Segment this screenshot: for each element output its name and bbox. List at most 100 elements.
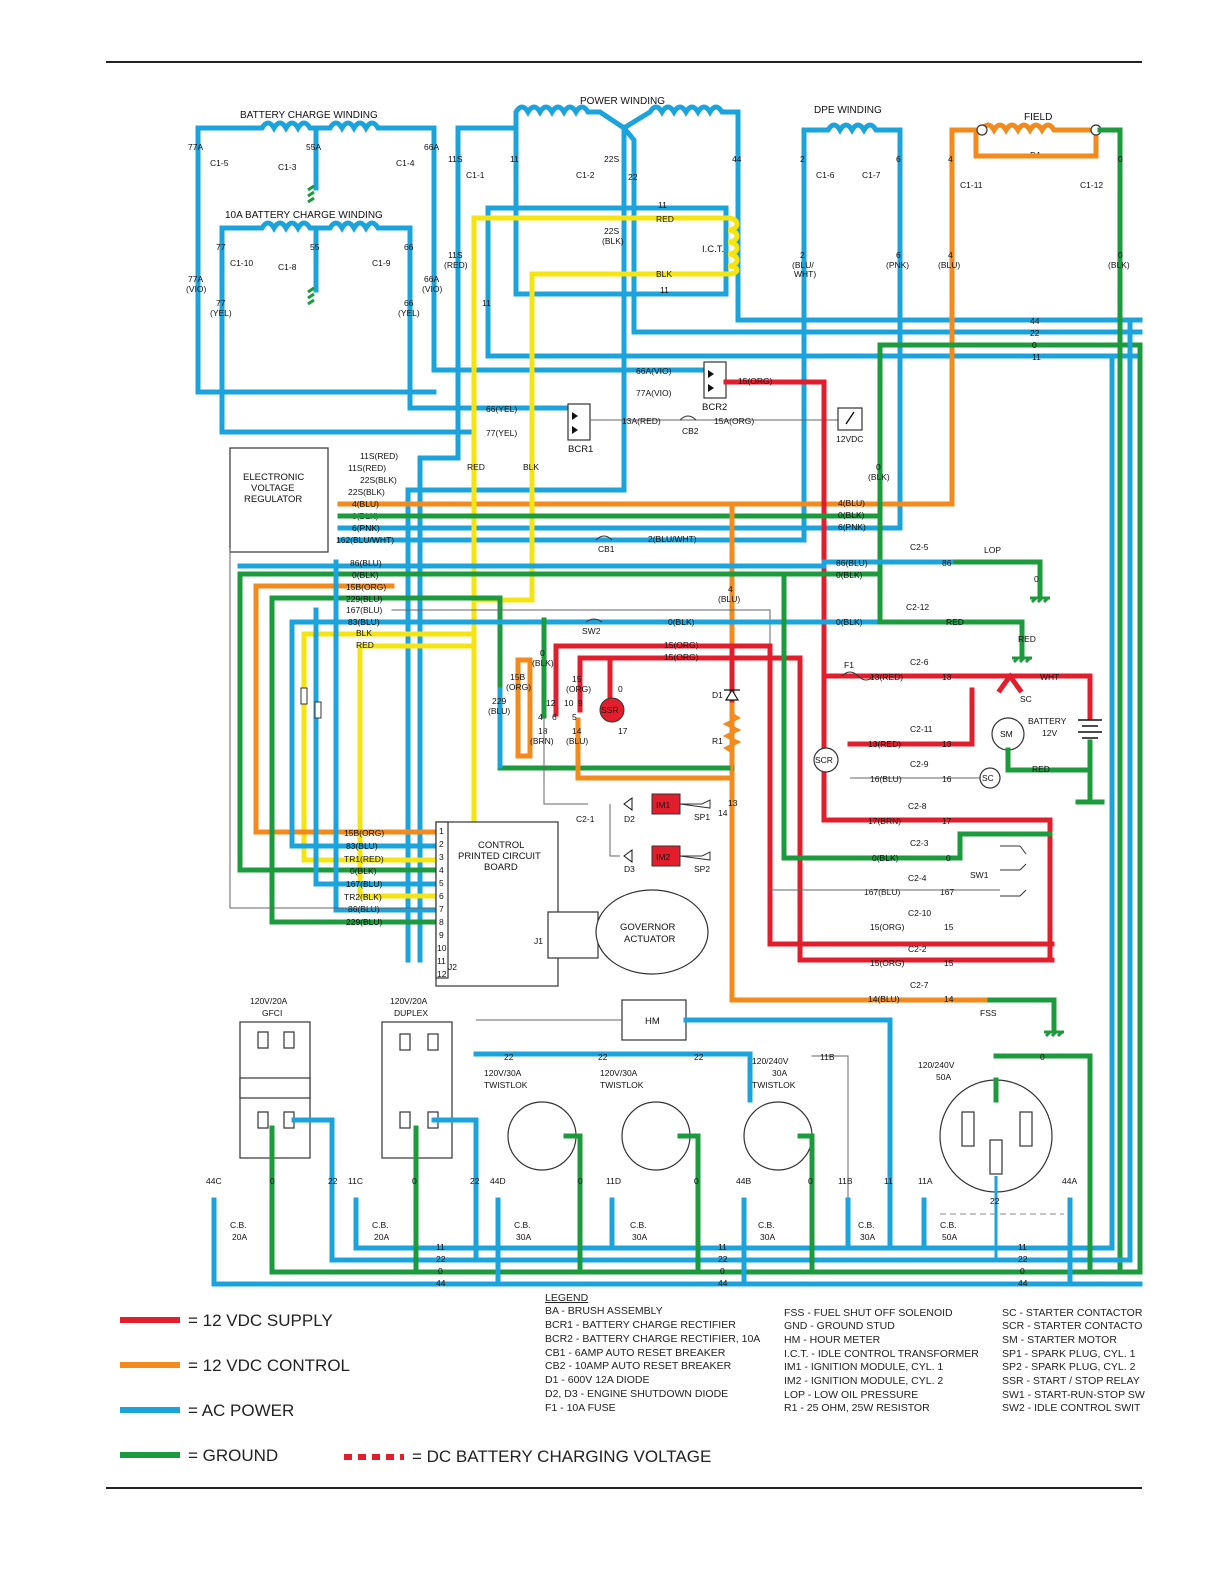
svg-text:C.B.: C.B.	[630, 1220, 647, 1230]
bcr2: BCR2 66A(VIO) 77A(VIO)	[636, 361, 727, 413]
svg-text:120V/30A: 120V/30A	[484, 1068, 522, 1078]
svg-text:17: 17	[942, 816, 952, 826]
svg-text:D3: D3	[624, 864, 635, 874]
twistlok-1: 120V/30A TWISTLOK	[484, 1068, 577, 1171]
svg-text:55: 55	[310, 242, 320, 252]
cb2-circuit: 13A(RED) CB2 15A(ORG) 12VDC	[590, 407, 863, 444]
svg-text:11A: 11A	[918, 1176, 933, 1186]
svg-text:120V/30A: 120V/30A	[600, 1068, 638, 1078]
svg-text:44A: 44A	[1062, 1176, 1077, 1186]
svg-text:14: 14	[944, 994, 954, 1004]
svg-text:SSR - START / STOP RELAY: SSR - START / STOP RELAY	[1002, 1375, 1140, 1387]
svg-text:GND - GROUND STUD: GND - GROUND STUD	[784, 1320, 895, 1332]
svg-text:C2-5: C2-5	[910, 542, 929, 552]
svg-text:2: 2	[439, 839, 444, 849]
outlet-lead-labels: 0 22 0 22 0 0 11 0 22 11B 22 22 22 0	[270, 1052, 1045, 1206]
svg-text:86(BLU): 86(BLU)	[348, 904, 380, 914]
svg-text:66: 66	[404, 298, 414, 308]
top-bus-labels: 44 22 0 11	[1030, 316, 1041, 362]
svg-text:RED: RED	[356, 640, 374, 650]
svg-text:22S: 22S	[604, 154, 619, 164]
svg-text:167(BLU): 167(BLU)	[864, 887, 901, 897]
svg-text:0: 0	[808, 1176, 813, 1186]
svg-text:(BLU): (BLU)	[938, 260, 960, 270]
svg-text:6(PNK): 6(PNK)	[838, 522, 866, 532]
svg-text:R1 - 25 OHM, 25W RESISTOR: R1 - 25 OHM, 25W RESISTOR	[784, 1402, 930, 1414]
svg-text:22: 22	[470, 1176, 480, 1186]
svg-text:12VDC: 12VDC	[836, 434, 863, 444]
svg-text:22: 22	[504, 1052, 514, 1062]
svg-text:120/240V: 120/240V	[752, 1056, 789, 1066]
legend-swatch-supply	[120, 1317, 180, 1323]
svg-text:(BLU): (BLU)	[566, 736, 588, 746]
svg-text:11: 11	[660, 285, 669, 295]
svg-text:0: 0	[270, 1176, 275, 1186]
svg-text:SC: SC	[982, 773, 994, 783]
svg-text:14: 14	[718, 808, 728, 818]
cb1: CB1	[595, 535, 615, 554]
svg-text:30A: 30A	[632, 1232, 647, 1242]
svg-text:30A: 30A	[772, 1068, 787, 1078]
svg-text:15B: 15B	[510, 672, 525, 682]
svg-text:0: 0	[720, 1266, 725, 1276]
svg-text:D1: D1	[712, 690, 723, 700]
svg-text:TR1(RED): TR1(RED)	[344, 854, 384, 864]
svg-text:SW1: SW1	[970, 870, 989, 880]
svg-text:13(RED): 13(RED)	[870, 672, 903, 682]
svg-text:15(ORG): 15(ORG)	[738, 376, 773, 386]
svg-text:22: 22	[1030, 328, 1040, 338]
svg-text:C1-3: C1-3	[278, 162, 297, 172]
power-winding: POWER WINDING	[405, 96, 1143, 963]
svg-text:0(BLK): 0(BLK)	[836, 617, 863, 627]
ssr-area: SSR 0 17 D1 R1 15(ORG) 15(ORG) 4 (BLU) 1…	[488, 584, 1055, 1003]
svg-text:C2-3: C2-3	[910, 838, 929, 848]
svg-text:16(BLU): 16(BLU)	[870, 774, 902, 784]
svg-text:ELECTRONIC: ELECTRONIC	[243, 472, 304, 483]
svg-text:86: 86	[942, 558, 952, 568]
svg-text:I.C.T. - IDLE CONTROL TRANSFOR: I.C.T. - IDLE CONTROL TRANSFORMER	[784, 1348, 979, 1360]
svg-text:F1 - 10A FUSE: F1 - 10A FUSE	[545, 1402, 616, 1414]
svg-text:229: 229	[492, 696, 506, 706]
svg-text:SP2: SP2	[694, 864, 710, 874]
twistlok-3: 120/240V 30A TWISTLOK	[743, 1056, 813, 1171]
svg-text:CB2 - 10AMP AUTO RESET BREAKER: CB2 - 10AMP AUTO RESET BREAKER	[545, 1360, 732, 1372]
ignition-modules: C2-1 D2 IM1 SP1 D3 IM2 SP2	[543, 716, 711, 874]
svg-text:RED: RED	[946, 617, 964, 627]
svg-text:30A: 30A	[516, 1232, 531, 1242]
svg-text:C1-4: C1-4	[396, 158, 415, 168]
svg-text:2(BLU/WHT): 2(BLU/WHT)	[648, 534, 697, 544]
svg-text:13A(RED): 13A(RED)	[622, 416, 661, 426]
dc-charge-line	[723, 379, 827, 683]
svg-text:6: 6	[552, 712, 557, 722]
svg-text:12V: 12V	[1042, 728, 1057, 738]
svg-text:VOLTAGE: VOLTAGE	[251, 483, 294, 494]
svg-text:17: 17	[618, 726, 628, 736]
svg-text:GOVERNOR: GOVERNOR	[620, 922, 676, 933]
svg-text:RED: RED	[467, 462, 485, 472]
svg-text:22: 22	[328, 1176, 338, 1186]
svg-text:44: 44	[732, 154, 742, 164]
svg-text:4: 4	[439, 865, 444, 875]
svg-text:8: 8	[439, 917, 444, 927]
svg-text:C1-2: C1-2	[576, 170, 595, 180]
svg-text:6: 6	[896, 154, 901, 164]
svg-text:6: 6	[439, 891, 444, 901]
svg-text:5: 5	[439, 878, 444, 888]
gfci-outlet: 120V/20A GFCI	[239, 996, 311, 1159]
svg-text:0(BLK): 0(BLK)	[668, 617, 695, 627]
svg-text:83(BLU): 83(BLU)	[348, 617, 380, 627]
svg-text:(BLU/: (BLU/	[792, 260, 814, 270]
svg-text:66A: 66A	[424, 142, 439, 152]
svg-text:(RED): (RED)	[444, 260, 468, 270]
svg-text:0(BLK): 0(BLK)	[352, 570, 379, 580]
svg-text:0: 0	[618, 684, 623, 694]
svg-text:0: 0	[1118, 250, 1123, 260]
svg-text:SC: SC	[1020, 694, 1032, 704]
svg-text:2: 2	[800, 250, 805, 260]
svg-text:120V/20A: 120V/20A	[250, 996, 288, 1006]
svg-text:C2-11: C2-11	[910, 724, 933, 734]
svg-text:SP1: SP1	[694, 812, 710, 822]
svg-text:FSS - FUEL SHUT OFF SOLENOID: FSS - FUEL SHUT OFF SOLENOID	[784, 1307, 953, 1319]
svg-text:IM1 - IGNITION MODULE, CYL. 1: IM1 - IGNITION MODULE, CYL. 1	[784, 1361, 943, 1373]
outlet-leads	[211, 1053, 1093, 1287]
